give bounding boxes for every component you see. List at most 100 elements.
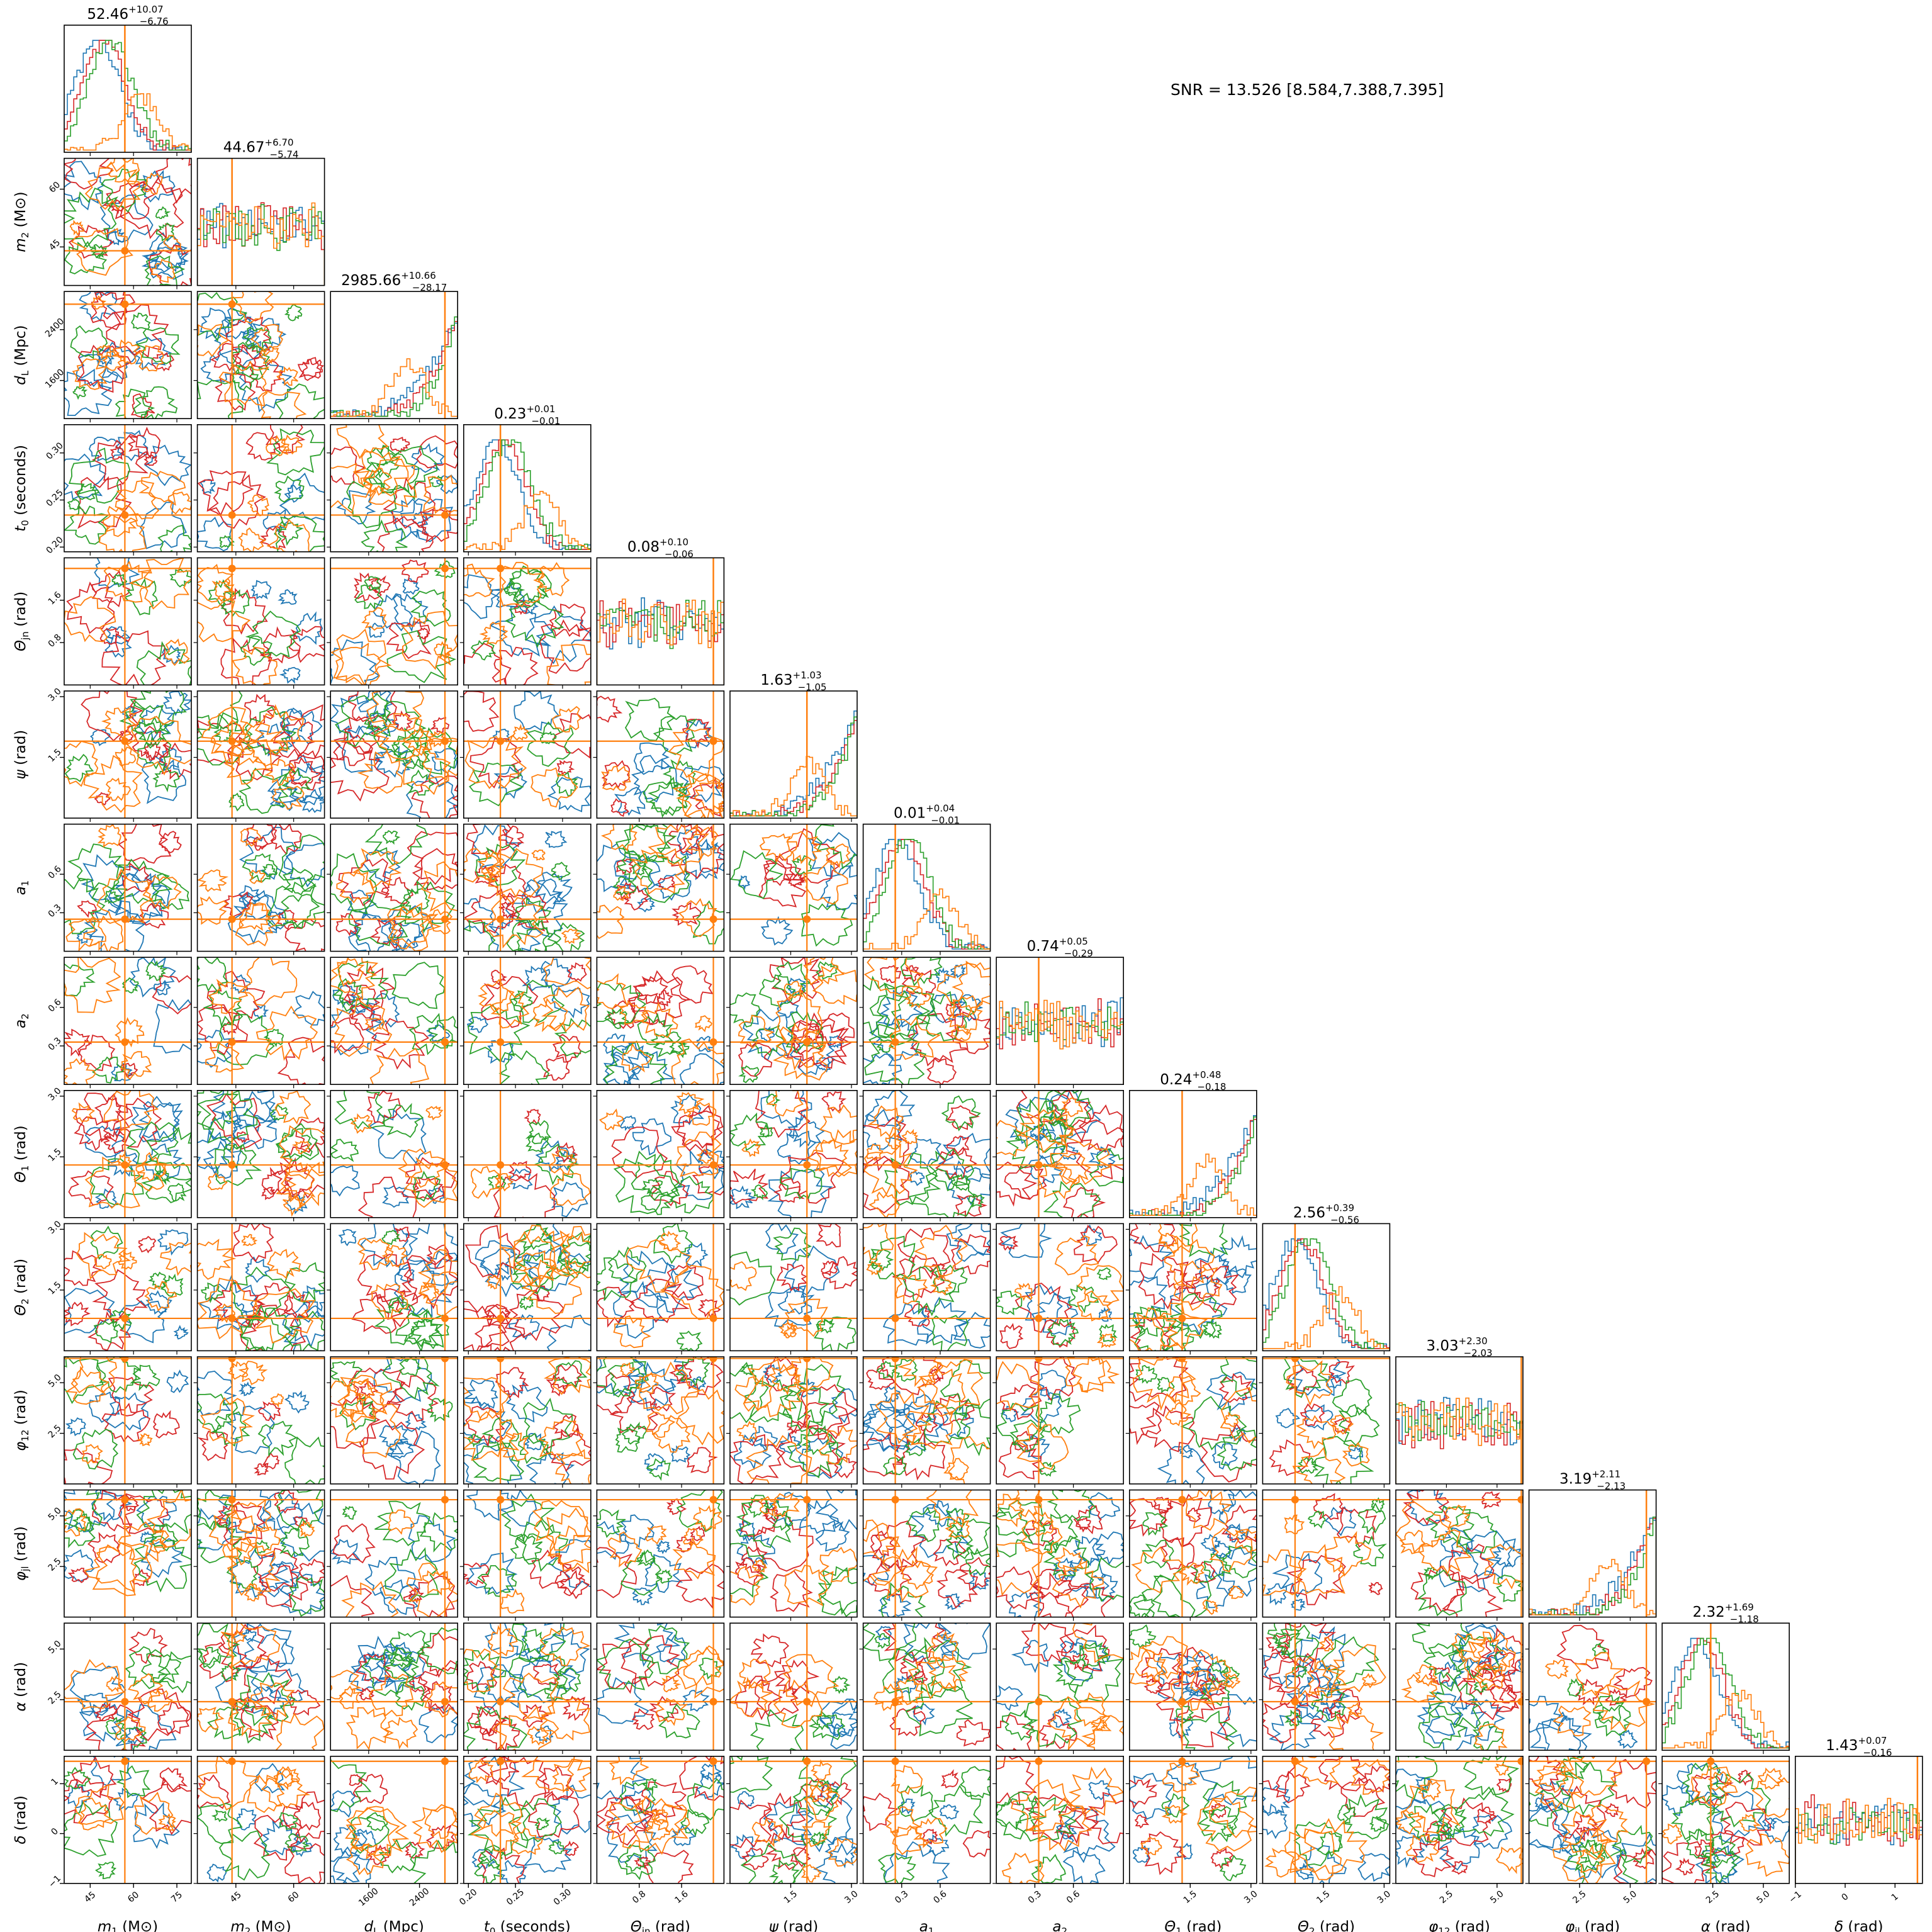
contour-delta-a2 xyxy=(996,1791,1047,1839)
panel-theta2-thetajn xyxy=(593,1223,725,1355)
hist-phijl-s0 xyxy=(1529,1517,1656,1617)
contour-theta2-thetajn xyxy=(626,1238,692,1293)
contour-delta-t0 xyxy=(549,1784,591,1835)
contour-alpha-t0 xyxy=(520,1704,549,1728)
contour-psi-dL xyxy=(367,700,427,758)
contour-theta1-m2 xyxy=(275,1162,316,1206)
contour-psi-thetajn xyxy=(653,715,697,755)
contour-alpha-phijl xyxy=(1593,1695,1625,1724)
contour-theta1-dL xyxy=(330,1165,360,1197)
contour-delta-thetajn xyxy=(626,1795,688,1855)
contour-phi12-a2 xyxy=(1009,1419,1046,1452)
contour-a1-dL xyxy=(412,848,458,891)
contour-phijl-a1 xyxy=(957,1556,991,1591)
contour-a2-m1 xyxy=(64,1028,91,1057)
contour-theta1-thetajn xyxy=(598,1108,624,1131)
panel-theta1-m2 xyxy=(193,1090,325,1222)
contour-theta2-m2 xyxy=(240,1315,287,1351)
contour-delta-a1 xyxy=(926,1834,950,1856)
truth-point xyxy=(709,915,717,923)
truth-point xyxy=(497,915,505,923)
contour-delta-alpha xyxy=(1702,1835,1736,1868)
contour-a2-m1 xyxy=(129,957,176,998)
contour-t0-m2 xyxy=(266,435,290,457)
contour-a2-m1 xyxy=(64,957,121,1013)
contour-alpha-a1 xyxy=(908,1657,957,1700)
contour-dL-m1 xyxy=(64,368,113,417)
contour-a2-thetajn xyxy=(619,1000,649,1025)
contour-alpha-a2 xyxy=(1081,1642,1109,1667)
panel-frame xyxy=(196,1489,325,1618)
y-tick-label-alpha: 5.0 xyxy=(47,1639,64,1656)
title-a1: 0.01+0.04−0.01 xyxy=(894,803,960,826)
contour-psi-m2 xyxy=(267,754,325,804)
contour-delta-phijl xyxy=(1556,1761,1617,1816)
contour-delta-phi12 xyxy=(1405,1833,1439,1863)
contour-phi12-thetajn xyxy=(646,1458,671,1481)
contour-delta-thetajn xyxy=(617,1844,656,1880)
contour-alpha-theta1 xyxy=(1141,1648,1184,1688)
contour-theta1-a1 xyxy=(908,1168,976,1218)
panel-t0-t0: 0.23+0.01−0.01 xyxy=(463,403,592,556)
contour-phi12-a1 xyxy=(876,1361,897,1379)
truth-point xyxy=(441,737,449,745)
contour-phijl-theta2 xyxy=(1284,1514,1305,1534)
contour-phi12-thetajn xyxy=(620,1362,635,1378)
contour-a2-thetajn xyxy=(603,1040,668,1085)
x-tick-label-delta: 1 xyxy=(1890,1892,1901,1903)
contour-theta1-m1 xyxy=(141,1162,191,1203)
contour-alpha-dL xyxy=(358,1687,375,1701)
contour-delta-a2 xyxy=(1016,1795,1077,1842)
contour-phijl-a2 xyxy=(1073,1505,1103,1535)
contour-delta-theta1 xyxy=(1208,1787,1257,1839)
contour-theta1-a2 xyxy=(1060,1097,1084,1118)
contour-t0-m1 xyxy=(138,471,186,506)
contour-a2-thetajn xyxy=(607,1000,636,1030)
contour-delta-psi xyxy=(810,1759,833,1781)
contour-a1-dL xyxy=(383,830,401,845)
contour-a1-m2 xyxy=(267,881,325,929)
contour-theta1-psi xyxy=(766,1090,804,1117)
contour-theta2-t0 xyxy=(546,1223,591,1265)
contour-a1-psi xyxy=(826,843,851,868)
contour-alpha-theta2 xyxy=(1285,1656,1332,1700)
contour-phi12-m2 xyxy=(238,1381,256,1396)
contour-alpha-thetajn xyxy=(614,1623,681,1667)
contour-thetajn-t0 xyxy=(539,619,591,674)
contour-theta2-theta1 xyxy=(1219,1235,1257,1279)
contour-alpha-a2 xyxy=(1059,1624,1110,1671)
contour-phi12-psi xyxy=(780,1386,830,1432)
contour-phijl-a1 xyxy=(967,1571,991,1590)
panel-frame xyxy=(330,424,459,553)
contour-delta-m1 xyxy=(133,1791,175,1835)
contour-a1-m1 xyxy=(110,858,173,904)
contour-theta2-m1 xyxy=(94,1254,112,1269)
panel-frame xyxy=(1129,1622,1257,1751)
contour-phi12-t0 xyxy=(481,1417,519,1452)
x-axis-label-theta2: Θ2 (rad) xyxy=(1298,1919,1355,1932)
contour-phi12-a2 xyxy=(1030,1357,1076,1401)
contour-delta-dL xyxy=(425,1824,455,1850)
contour-theta2-m2 xyxy=(229,1266,291,1323)
contour-a1-m2 xyxy=(246,824,278,848)
panel-frame xyxy=(463,690,592,819)
contour-phijl-m2 xyxy=(299,1558,325,1583)
panel-theta1-m1: 1.53.0Θ1 (rad) xyxy=(13,1086,192,1222)
contour-m2-m1 xyxy=(70,228,133,276)
contour-psi-thetajn xyxy=(662,759,696,790)
contour-theta1-a1 xyxy=(863,1143,918,1196)
panel-phijl-theta1 xyxy=(1125,1489,1257,1621)
contour-a1-m2 xyxy=(261,863,278,877)
panel-frame xyxy=(64,1489,192,1618)
contour-alpha-phijl xyxy=(1529,1717,1592,1751)
contour-a2-thetajn xyxy=(609,1042,649,1082)
panel-frame xyxy=(196,823,325,952)
truth-point xyxy=(228,564,236,573)
contour-alpha-phi12 xyxy=(1473,1680,1488,1693)
contour-phijl-phi12 xyxy=(1442,1573,1503,1617)
contour-phijl-a2 xyxy=(1084,1556,1124,1602)
contour-alpha-phi12 xyxy=(1417,1691,1463,1736)
contour-theta2-psi xyxy=(777,1286,807,1315)
contour-phijl-a1 xyxy=(867,1559,913,1596)
panel-frame xyxy=(729,957,858,1085)
